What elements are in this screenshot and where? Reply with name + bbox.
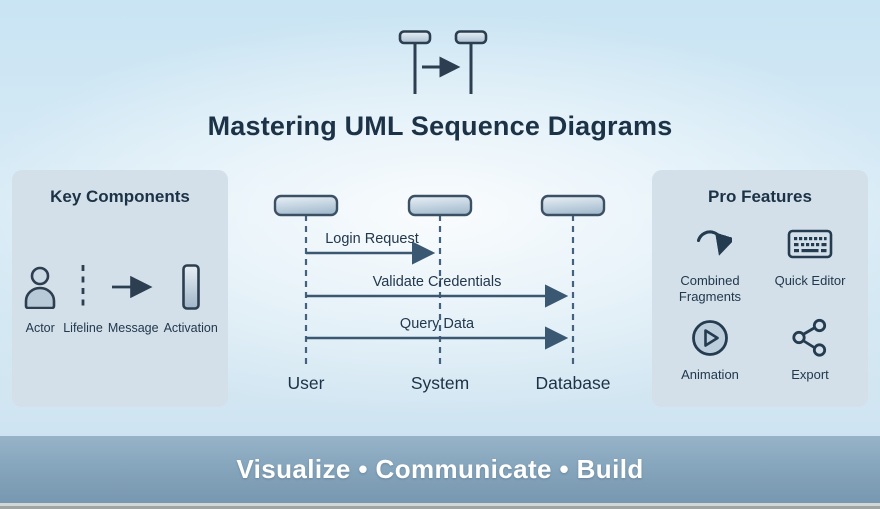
feature-label: Animation [681,366,739,382]
component-lifeline: Lifeline [63,262,103,335]
feature-animation: Animation [662,316,758,383]
component-label: Actor [25,321,55,335]
pro-features-title: Pro Features [708,187,812,206]
participant-label-user: User [288,373,325,393]
participant-label-system: System [411,373,469,393]
pro-features-grid: Combined Fragments [660,222,860,383]
footer-tagline: Visualize • Communicate • Build [236,454,644,484]
participant-head-user [273,194,339,217]
component-label: Message [107,321,159,335]
bottom-strip-dark [0,506,880,509]
participant-head-system [407,194,473,217]
actor-icon [22,262,58,312]
message-label: Query Data [400,316,475,332]
logo-lifelines-icon [398,30,488,94]
component-label: Lifeline [63,321,103,335]
component-label: Activation [163,321,218,335]
feature-label: Combined Fragments [678,273,742,305]
keyboard-icon [787,222,833,266]
key-components-row: Actor Lifeline Me [12,262,228,335]
activation-bar-icon [180,262,202,312]
bottom-strip-light [0,503,880,506]
sequence-diagram: Login Request Validate Credentials Query… [262,188,618,400]
participant-label-database: Database [536,373,611,393]
key-components-panel: Key Components Actor Lifeline [12,170,228,407]
key-components-title: Key Components [50,187,190,206]
feature-label: Export [791,366,829,382]
feature-combined-fragments: Combined Fragments [662,222,758,306]
share-icon [791,316,829,360]
sequence-diagram-logo [385,28,497,96]
message-label: Login Request [325,231,419,247]
message-arrow-icon [109,262,157,312]
footer-banner: Visualize • Communicate • Build [0,436,880,503]
sync-arrows-icon [688,222,732,266]
message-label: Validate Credentials [373,274,502,290]
pro-features-panel: Pro Features Combined Fragments [652,170,868,407]
component-message: Message [108,262,159,335]
participant-head-database [540,194,606,217]
feature-quick-editor: Quick Editor [762,222,858,289]
feature-export: Export [762,316,858,383]
feature-label: Quick Editor [774,273,846,288]
component-activation: Activation [164,262,218,335]
play-circle-icon [689,316,731,360]
page-title: Mastering UML Sequence Diagrams [207,111,673,141]
component-actor: Actor [22,262,58,335]
lifeline-icon [78,262,88,312]
